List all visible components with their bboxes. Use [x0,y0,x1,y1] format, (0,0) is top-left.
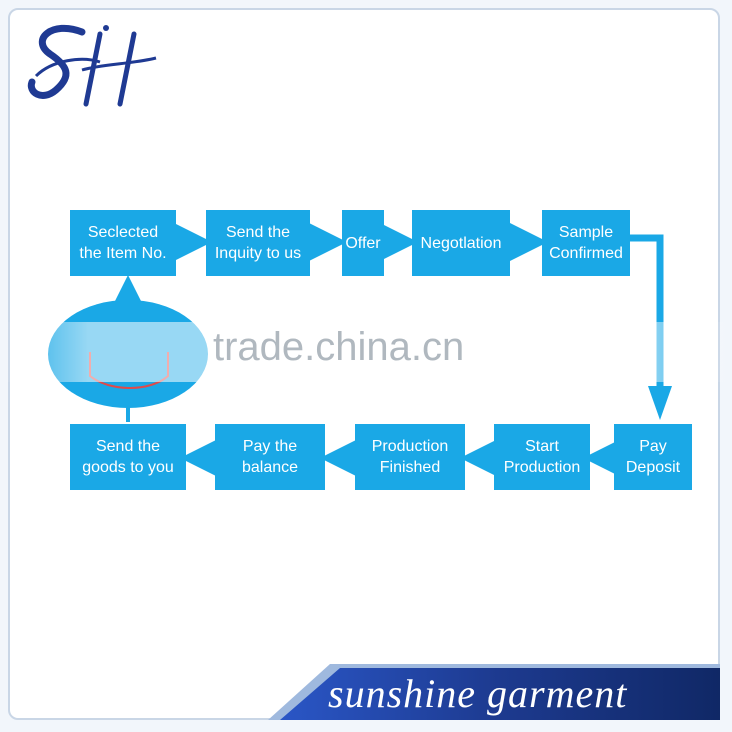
step-pay-deposit: Pay Deposit [614,424,692,490]
step-send-goods: Send the goods to you [70,424,186,490]
step-selected-item: Seclected the Item No. [70,210,176,276]
arrow-sample-to-deposit-head [648,386,672,420]
footer-brand-text: sunshine garment [328,671,628,716]
step-sample-confirmed: Sample Confirmed [542,210,630,276]
watermark-text: trade.china.cn [213,325,465,369]
step-start-production: Start Production [494,424,590,490]
watermark-band [0,322,732,382]
sh-logo [27,24,157,107]
step-offer: Offer [342,210,384,276]
step-pay-balance: Pay the balance [215,424,325,490]
step-negotiation: Negotlation [412,210,510,276]
step-production-finished: Production Finished [355,424,465,490]
step-send-inquiry: Send the Inquity to us [206,210,310,276]
